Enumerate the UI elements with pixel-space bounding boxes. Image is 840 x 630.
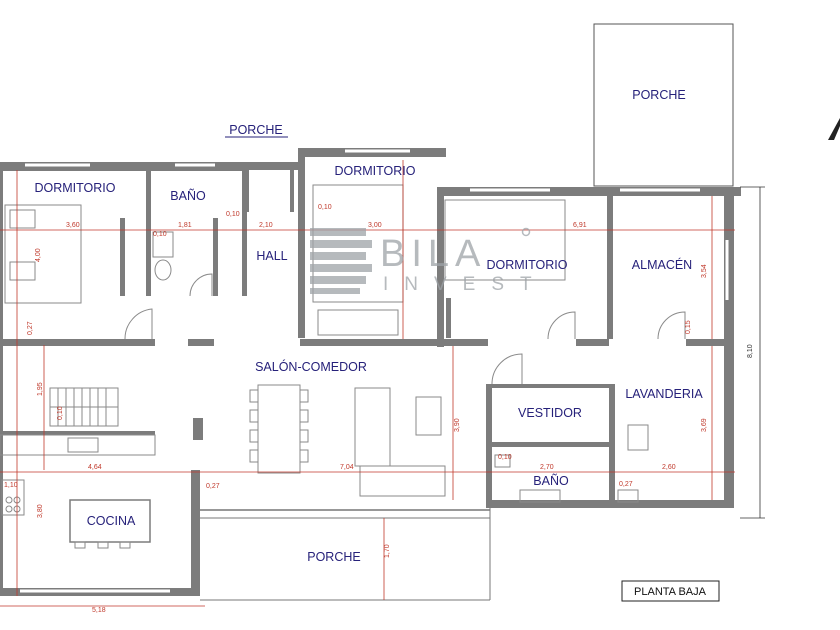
north-arrow-icon: [828, 118, 840, 140]
room-label-porche-top: PORCHE: [632, 88, 685, 102]
watermark-logo: BILA INVEST: [310, 227, 548, 295]
room-label-dormitorio-3: DORMITORIO: [486, 258, 567, 272]
dimension-label: 0,15: [685, 320, 692, 334]
plan-label-box: [621, 580, 720, 602]
dimension-label: 3,00: [368, 222, 382, 229]
watermark-sub: INVEST: [383, 274, 548, 295]
dimension-label: 3,69: [701, 418, 708, 432]
dimension-label: 4,64: [88, 464, 102, 471]
room-label-almacen: ALMACÉN: [632, 257, 692, 272]
room-label-vestidor: VESTIDOR: [518, 406, 582, 420]
dimension-label: 5,18: [92, 607, 106, 614]
dimension-label: 3,54: [701, 264, 708, 278]
dimension-label: 1,95: [37, 382, 44, 396]
furniture: [0, 184, 649, 549]
dimension-lines: [0, 160, 765, 607]
dimension-label: 7,04: [340, 464, 354, 471]
dimension-label: 0,10: [498, 454, 512, 461]
dimension-label: 0,10: [318, 204, 332, 211]
room-label-bano-1: BAÑO: [170, 189, 206, 203]
dimension-label: 1,10: [4, 482, 18, 489]
dimension-label: 4,00: [35, 248, 42, 262]
dimension-labels: 3,60 1,81 0,10 2,10 0,10 3,00 6,91 0,10 …: [4, 204, 754, 614]
room-label-porche-hall: PORCHE: [229, 123, 282, 137]
dimension-label: 3,60: [66, 222, 80, 229]
windows: [20, 149, 729, 593]
room-label-dormitorio-1: DORMITORIO: [34, 181, 115, 195]
porch-bottom: [200, 508, 491, 601]
room-label-bano-2: BAÑO: [533, 474, 569, 488]
dimension-label: 6,91: [573, 222, 587, 229]
doors: [124, 273, 686, 385]
dimension-label: 8,10: [747, 344, 754, 358]
dimension-label: 2,60: [662, 464, 676, 471]
dimension-label: 3,90: [454, 418, 461, 432]
dimension-label: 1,70: [384, 544, 391, 558]
dimension-label: 1,81: [178, 222, 192, 229]
dimension-label: 0,27: [206, 483, 220, 490]
room-label-porche-bottom: PORCHE: [307, 550, 360, 564]
room-label-lavanderia: LAVANDERIA: [625, 387, 703, 401]
dimension-label: 2,70: [540, 464, 554, 471]
room-label-dormitorio-2: DORMITORIO: [334, 164, 415, 178]
dimension-label: 0,27: [27, 321, 34, 335]
dimension-label: 2,10: [259, 222, 273, 229]
dimension-label: 0,10: [57, 406, 64, 420]
room-label-hall: HALL: [256, 249, 287, 263]
dimension-label: 0,10: [226, 211, 240, 218]
dimension-label: 3,80: [37, 504, 44, 518]
room-label-cocina: COCINA: [87, 514, 136, 528]
dimension-label: 0,10: [153, 231, 167, 238]
plan-label: PLANTA BAJA: [634, 586, 707, 598]
dimension-label: 0,27: [619, 481, 633, 488]
room-labels: PORCHE PORCHE DORMITORIO BAÑO HALL DORMI…: [34, 88, 703, 564]
watermark-brand: BILA: [380, 233, 486, 275]
porch-top-right: [593, 23, 734, 187]
room-label-salon: SALÓN-COMEDOR: [255, 359, 367, 374]
